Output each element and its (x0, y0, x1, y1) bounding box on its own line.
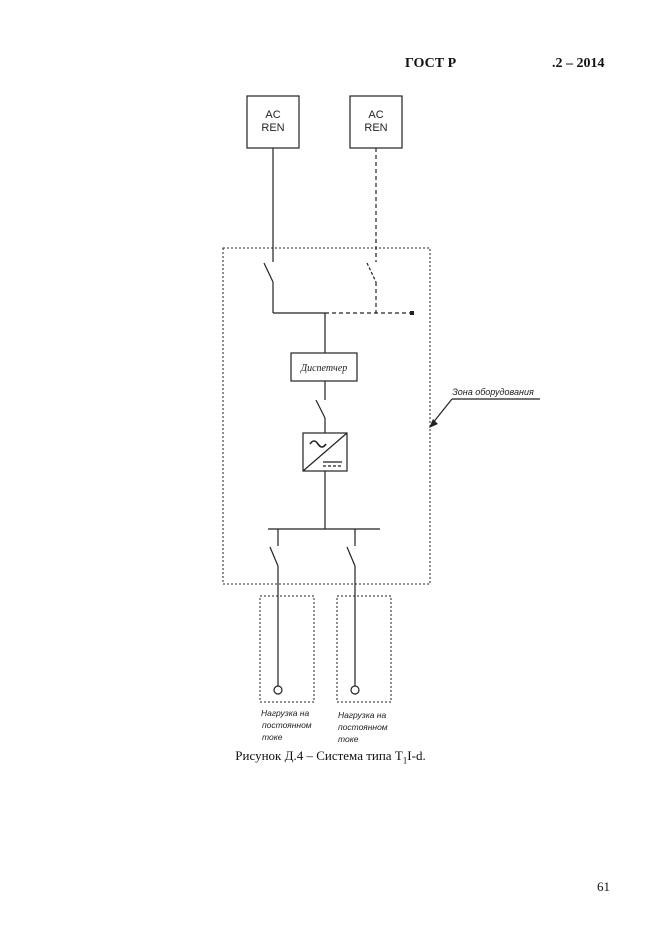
figure-caption: Рисунок Д.4 – Система типа Т1I-d. (0, 748, 661, 766)
load-2-label-line1: Нагрузка на (338, 710, 386, 720)
load-terminal-2 (350, 685, 360, 695)
source-2-line1: AC (368, 109, 383, 121)
switch-3 (315, 399, 326, 419)
load-terminal-1 (273, 685, 283, 695)
load-1-label-line1: Нагрузка на (261, 708, 309, 718)
caption-suffix: I-d. (407, 748, 426, 763)
page-number: 61 (597, 879, 610, 894)
load-box-1 (259, 595, 315, 703)
source-2-line2: REN (364, 122, 387, 134)
caption-subscript: 1 (402, 755, 408, 766)
standard-designation-left: ГОСТ Р (405, 56, 457, 71)
zone-leader-arrowhead (429, 419, 438, 428)
load-2-label-line2: постоянном (338, 722, 388, 732)
load-2-label-line3: токе (338, 734, 359, 744)
switch-4 (269, 546, 279, 567)
load-box-2 (336, 595, 392, 703)
source-1-line2: REN (261, 122, 284, 134)
dispatcher-box (290, 352, 358, 382)
source-1-line1: AC (265, 109, 280, 121)
switch-2 (366, 262, 377, 283)
dispatcher-label: Диспетчер (300, 363, 348, 374)
switch-1 (263, 262, 274, 283)
converter-ac-symbol (309, 440, 327, 448)
equipment-zone-border (222, 247, 431, 585)
converter-diagonal (302, 432, 348, 472)
load-1-label-line3: токе (262, 732, 283, 742)
standard-designation-right: .2 – 2014 (552, 56, 605, 71)
zone-leader-arrow-line (431, 398, 453, 425)
switch-5 (346, 546, 356, 567)
equipment-zone-label: Зона оборудования (452, 387, 534, 397)
load-1-label-line2: постоянном (262, 720, 312, 730)
bus-end-marker (410, 311, 414, 315)
caption-prefix: Рисунок Д.4 – Система типа Т (235, 748, 403, 763)
